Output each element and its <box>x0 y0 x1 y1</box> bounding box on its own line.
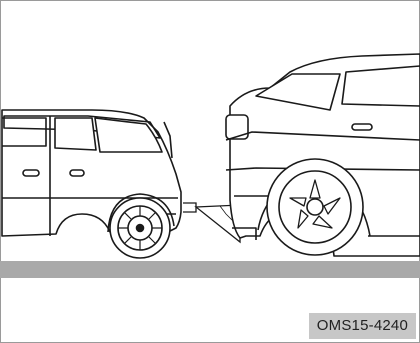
ground-strip <box>0 261 420 278</box>
left-car <box>2 110 181 258</box>
figure-code-label: OMS15-4240 <box>309 313 416 339</box>
right-suv <box>226 54 420 256</box>
